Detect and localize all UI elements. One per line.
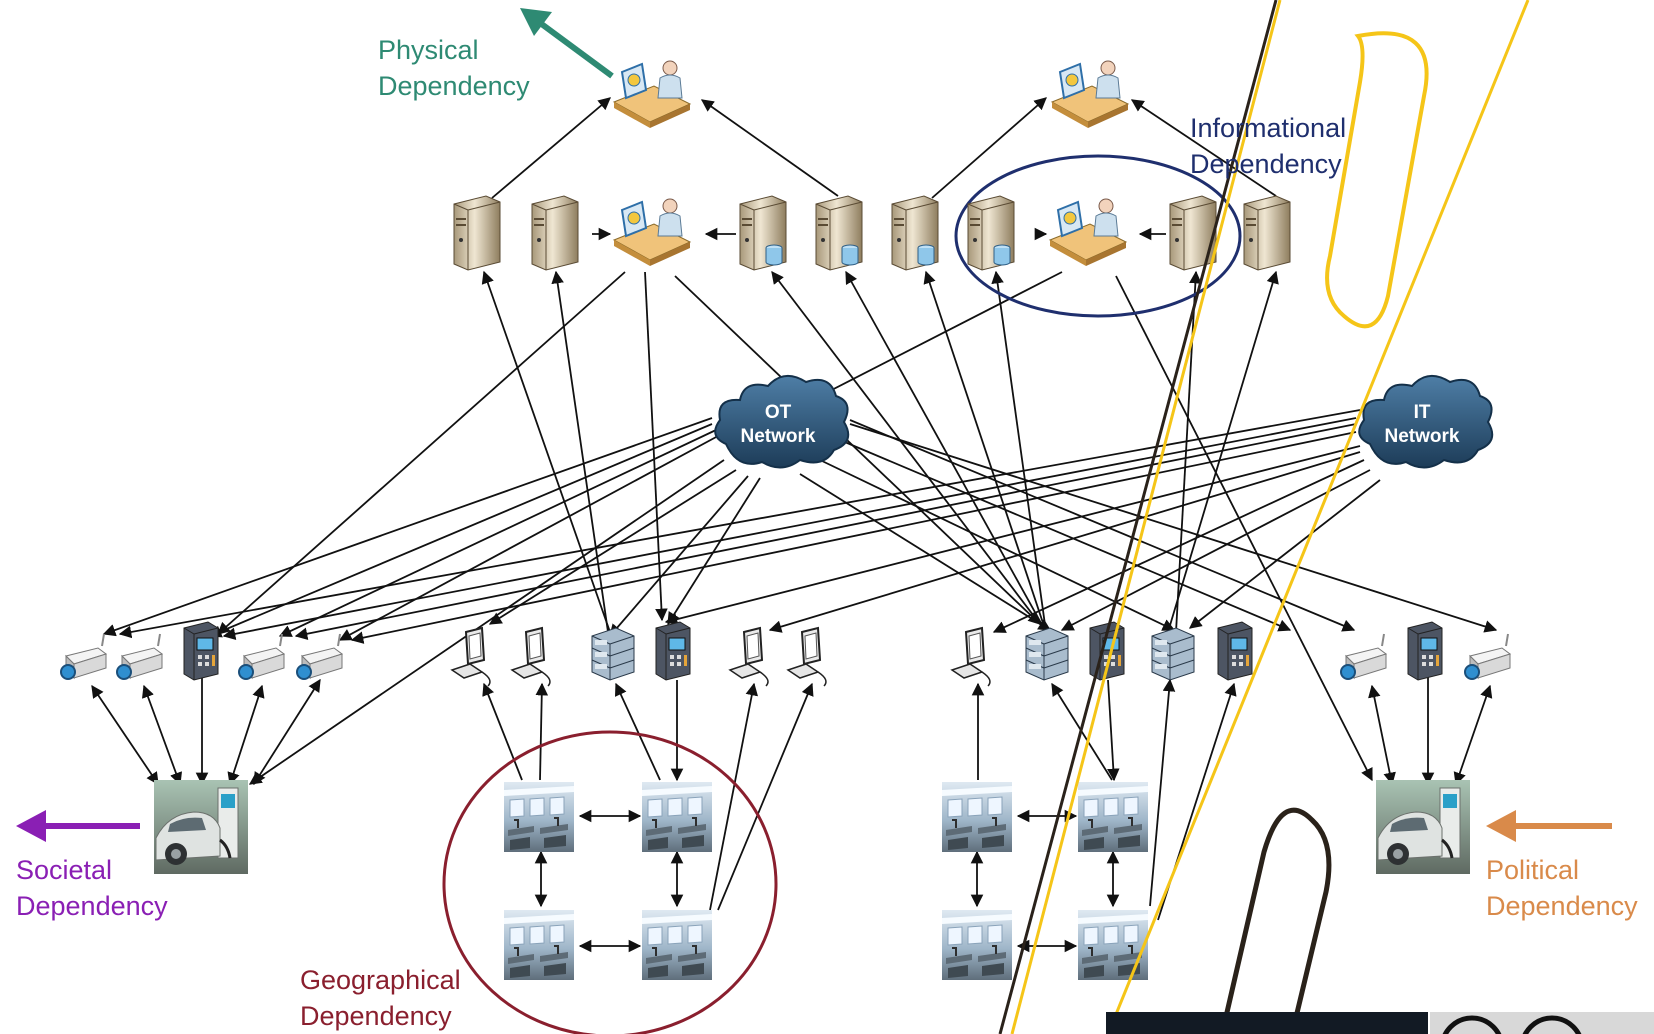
server-icon bbox=[531, 195, 579, 271]
access-keypad-icon bbox=[1217, 621, 1253, 681]
office-building-icon bbox=[503, 909, 575, 981]
operator-workstation-icon bbox=[1049, 198, 1127, 267]
political-label-line2: Dependency bbox=[1486, 891, 1638, 921]
rack-switch-icon bbox=[1025, 627, 1069, 681]
ev-charger-icon bbox=[152, 778, 250, 876]
desktop-pc-icon bbox=[787, 627, 827, 687]
cctv-camera-icon bbox=[238, 633, 285, 680]
office-building-icon bbox=[641, 909, 713, 981]
cctv-camera-icon bbox=[1464, 633, 1511, 680]
decorative-overlay bbox=[998, 0, 1654, 1034]
database-server-icon bbox=[892, 196, 938, 270]
ev-charger-icon bbox=[1374, 778, 1472, 876]
office-building-icon bbox=[941, 781, 1013, 853]
desktop-pc-icon bbox=[729, 627, 769, 687]
informational-label-line2: Dependency bbox=[1190, 149, 1342, 179]
informational-group-ellipse bbox=[954, 154, 1242, 318]
access-keypad-icon bbox=[655, 621, 691, 681]
database-server-icon bbox=[740, 196, 786, 270]
desktop-pc-icon bbox=[451, 627, 491, 687]
physical-dependency-label: Physical Dependency bbox=[378, 32, 530, 104]
cctv-camera-icon bbox=[116, 633, 163, 680]
ot-network-label-line2: Network bbox=[741, 426, 816, 447]
ot-network-cloud: OT Network bbox=[714, 374, 850, 469]
geographical-label-line1: Geographical bbox=[300, 965, 461, 995]
rack-switch-icon bbox=[1151, 627, 1195, 681]
rack-switch-icon bbox=[591, 627, 635, 681]
cctv-camera-icon bbox=[296, 633, 343, 680]
it-network-cloud: IT Network bbox=[1358, 374, 1494, 469]
physical-label-line1: Physical bbox=[378, 35, 479, 65]
server-icon bbox=[1243, 195, 1291, 271]
informational-dependency-label: Informational Dependency bbox=[1190, 110, 1346, 182]
operator-workstation-icon bbox=[613, 198, 691, 267]
desktop-pc-icon bbox=[951, 627, 991, 687]
database-server-icon bbox=[816, 196, 862, 270]
geographical-label-line2: Dependency bbox=[300, 1001, 452, 1031]
societal-label-line1: Societal bbox=[16, 855, 113, 885]
operator-workstation-icon bbox=[613, 60, 691, 129]
office-building-icon bbox=[1077, 909, 1149, 981]
office-building-icon bbox=[941, 909, 1013, 981]
political-label-line1: Political bbox=[1486, 855, 1580, 885]
geographical-group-ellipse bbox=[442, 730, 778, 1034]
dependency-arrows bbox=[91, 97, 1498, 953]
informational-label-line1: Informational bbox=[1190, 113, 1347, 143]
database-server-icon bbox=[968, 196, 1014, 270]
political-dependency-label: Political Dependency bbox=[1486, 852, 1638, 924]
societal-dependency-label: Societal Dependency bbox=[16, 852, 168, 924]
cctv-camera-icon bbox=[1340, 633, 1387, 680]
office-building-icon bbox=[1077, 781, 1149, 853]
operator-workstation-icon bbox=[1051, 60, 1129, 129]
geographical-dependency-label: Geographical Dependency bbox=[300, 962, 461, 1034]
physical-label-line2: Dependency bbox=[378, 71, 530, 101]
it-network-label-line1: IT bbox=[1414, 402, 1431, 423]
societal-arrowhead bbox=[16, 810, 46, 842]
physical-arrowhead bbox=[520, 8, 552, 36]
server-icon bbox=[453, 195, 501, 271]
cctv-camera-icon bbox=[60, 633, 107, 680]
societal-label-line2: Dependency bbox=[16, 891, 168, 921]
server-icon bbox=[1169, 195, 1217, 271]
office-building-icon bbox=[641, 781, 713, 853]
access-keypad-icon bbox=[1407, 621, 1443, 681]
ot-network-label-line1: OT bbox=[765, 402, 792, 423]
political-arrowhead bbox=[1486, 810, 1516, 842]
desktop-pc-icon bbox=[511, 627, 551, 687]
it-network-label-line2: Network bbox=[1385, 426, 1460, 447]
access-keypad-icon bbox=[183, 621, 219, 681]
office-building-icon bbox=[503, 781, 575, 853]
